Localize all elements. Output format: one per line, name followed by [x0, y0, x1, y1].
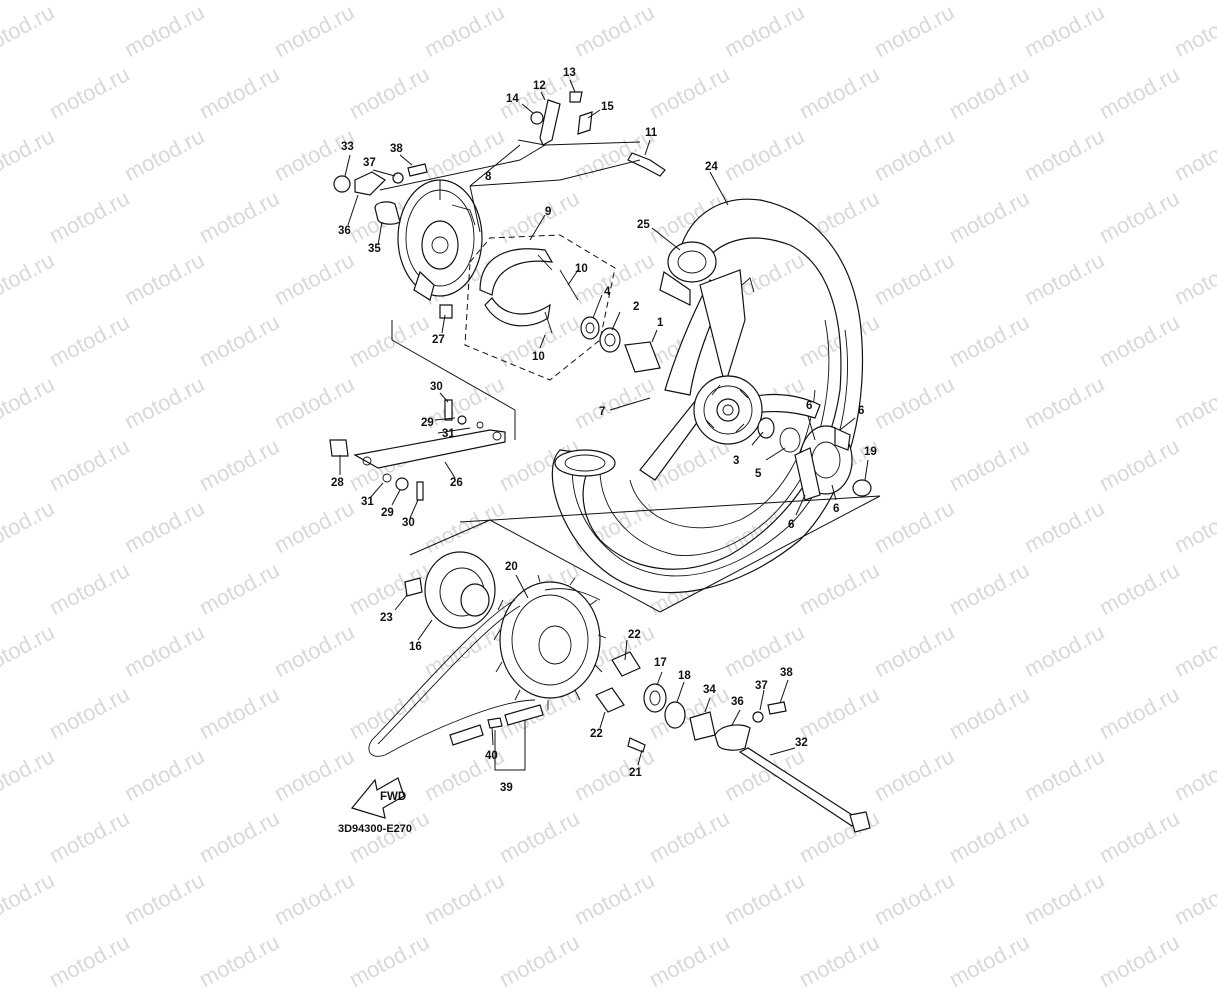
tire-valve — [627, 152, 666, 177]
callout-6d: 6 — [833, 503, 839, 515]
callout-37a: 37 — [363, 157, 376, 169]
callout-38b: 38 — [780, 667, 793, 679]
callout-13: 13 — [563, 67, 576, 79]
callout-39: 39 — [500, 782, 513, 794]
callout-9: 9 — [545, 206, 551, 218]
watermark-text: motod.ru — [1095, 929, 1184, 993]
callout-15: 15 — [601, 101, 614, 113]
callout-1: 1 — [657, 317, 664, 329]
leader-lines — [339, 79, 869, 766]
watermark-text: motod.ru — [495, 929, 584, 993]
fwd-label: FWD — [380, 791, 406, 803]
watermark-text: motod.ru — [345, 929, 434, 993]
callout-labels: 1 2 3 4 5 6 6 6 6 7 8 9 10 10 11 12 13 1… — [331, 67, 877, 794]
callout-25: 25 — [637, 219, 650, 231]
callout-27: 27 — [432, 334, 445, 346]
callout-24: 24 — [705, 161, 718, 173]
brake-shoe-plate — [397, 179, 483, 301]
callout-18: 18 — [678, 670, 691, 682]
left-axle-parts — [333, 163, 453, 319]
callout-30b: 30 — [402, 517, 415, 529]
callout-32: 32 — [795, 737, 808, 749]
forward-direction-arrow: FWD — [350, 777, 406, 819]
callout-5: 5 — [755, 468, 762, 480]
callout-20: 20 — [505, 561, 518, 573]
watermark-text: motod.ru — [45, 929, 134, 993]
callout-16: 16 — [409, 641, 422, 653]
callout-6a: 6 — [806, 400, 812, 412]
drawing-code: 3D94300-E270 — [338, 823, 412, 835]
callout-17: 17 — [654, 657, 667, 669]
callout-28: 28 — [331, 477, 344, 489]
callout-33: 33 — [341, 141, 354, 153]
rear-wheel — [551, 198, 864, 594]
watermark-text: motod.ru — [795, 929, 884, 993]
wheel-bearings — [580, 316, 801, 453]
callout-34: 34 — [703, 684, 716, 696]
callout-26: 26 — [450, 477, 463, 489]
callout-6b: 6 — [858, 405, 864, 417]
callout-7: 7 — [599, 406, 605, 418]
callout-30a: 30 — [430, 381, 443, 393]
callout-6c: 6 — [788, 519, 794, 531]
callout-22a: 22 — [628, 629, 641, 641]
watermark-text: motod.ru — [195, 929, 284, 993]
right-axle-parts — [595, 651, 871, 833]
watermark-text: motod.ru — [945, 929, 1034, 993]
sprocket-assembly — [404, 551, 607, 710]
reference-lines — [409, 144, 881, 613]
callout-12: 12 — [533, 80, 546, 92]
callout-23: 23 — [380, 612, 393, 624]
callout-31a: 31 — [442, 428, 455, 440]
callout-29b: 29 — [381, 507, 394, 519]
callout-40: 40 — [485, 750, 498, 762]
callout-14: 14 — [506, 93, 519, 105]
callout-22b: 22 — [590, 728, 603, 740]
rear-wheel-exploded-diagram: FWD — [329, 67, 881, 835]
callout-35: 35 — [368, 243, 381, 255]
tension-bar — [329, 320, 516, 501]
callout-36b: 36 — [731, 696, 744, 708]
callout-31b: 31 — [361, 496, 374, 508]
callout-10b: 10 — [532, 351, 545, 363]
callout-2: 2 — [633, 301, 639, 313]
watermark-text: motod.ru — [645, 929, 734, 993]
brake-shoe-kit — [464, 234, 616, 381]
callout-37b: 37 — [755, 680, 768, 692]
callout-38a: 38 — [390, 143, 403, 155]
callout-8: 8 — [485, 171, 492, 183]
callout-19: 19 — [864, 446, 877, 458]
callout-36a: 36 — [338, 225, 351, 237]
callout-29a: 29 — [421, 417, 434, 429]
clutch-hub-dampers — [794, 425, 872, 501]
drive-chain — [368, 588, 601, 771]
callout-21: 21 — [629, 767, 642, 779]
cam-lever-group — [379, 91, 641, 191]
callout-4: 4 — [604, 286, 611, 298]
callout-3: 3 — [733, 455, 739, 467]
callout-10a: 10 — [575, 263, 588, 275]
callout-11: 11 — [645, 127, 658, 139]
